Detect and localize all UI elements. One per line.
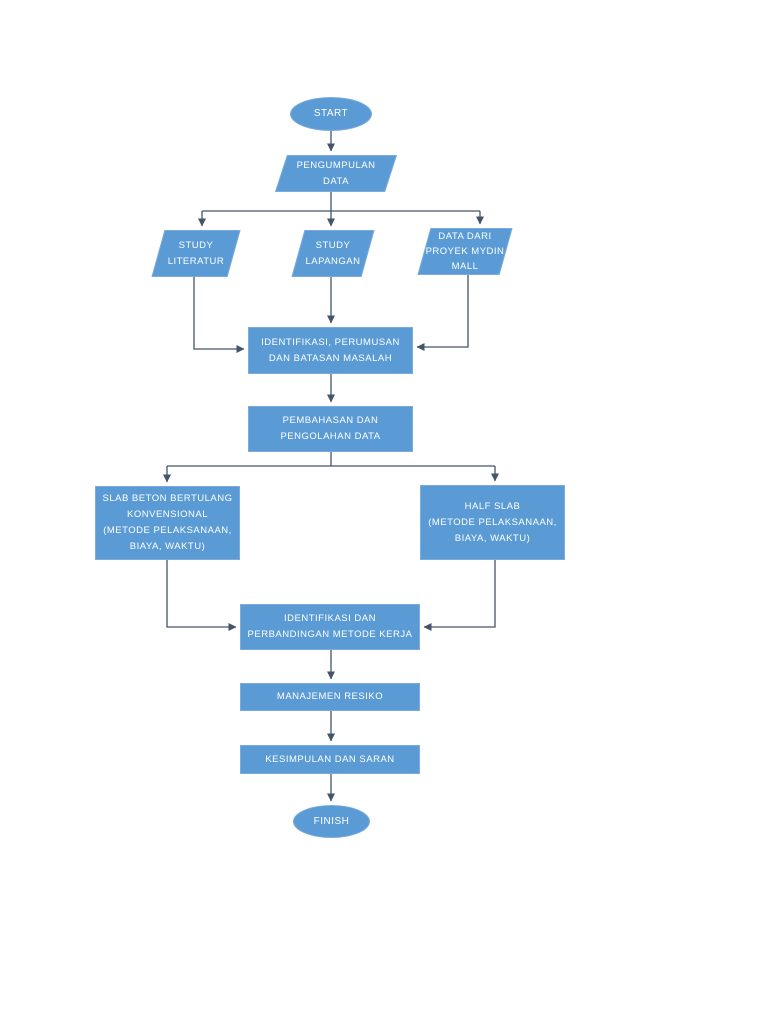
kesimpulan-label: KESIMPULAN DAN SARAN	[265, 753, 395, 765]
slab-label-line2: KONVENSIONAL	[127, 509, 208, 520]
proyek-label-line3: MALL	[451, 261, 479, 272]
identifikasi-perumusan-node: IDENTIFIKASI, PERUMUSAN DAN BATASAN MASA…	[248, 327, 413, 374]
finish-node: FINISH	[293, 805, 370, 838]
slab-label-line4: BIAYA, WAKTU)	[129, 541, 206, 552]
pembahasan-label-line1: PEMBAHASAN DAN	[282, 415, 379, 426]
slab-label-line1: SLAB BETON BERTULANG	[102, 493, 233, 504]
pembahasan-label-line2: PENGOLAHAN DATA	[280, 431, 381, 442]
halfslab-label-line2: (METODE PELAKSANAAN,	[428, 516, 557, 528]
start-label: START	[313, 108, 349, 119]
half-slab-node: HALF SLAB (METODE PELAKSANAAN, BIAYA, WA…	[420, 485, 565, 560]
slab-beton-node: SLAB BETON BERTULANG KONVENSIONAL (METOD…	[95, 486, 240, 560]
manajemen-resiko-node: MANAJEMEN RESIKO	[240, 683, 420, 711]
perumusan-label-line2: DAN BATASAN MASALAH	[268, 352, 393, 364]
kesimpulan-node: KESIMPULAN DAN SARAN	[240, 745, 420, 774]
literatur-label-line1: STUDY	[178, 239, 214, 251]
literatur-label-line2: LITERATUR	[167, 255, 225, 267]
identifikasi-perbandingan-node: IDENTIFIKASI DAN PERBANDINGAN METODE KER…	[240, 604, 420, 650]
perumusan-label-line1: IDENTIFIKASI, PERUMUSAN	[261, 336, 400, 348]
perbandingan-label-line2: PERBANDINGAN METODE KERJA	[247, 629, 413, 640]
pengumpulan-data-node: PENGUMPULAN DATA	[274, 155, 398, 192]
pembahasan-node: PEMBAHASAN DAN PENGOLAHAN DATA	[248, 406, 413, 452]
lapangan-label-line1: STUDY	[315, 239, 351, 251]
data-proyek-node: DATA DARI PROYEK MYDIN MALL	[417, 228, 513, 275]
finish-label: FINISH	[313, 815, 350, 827]
halfslab-label-line1: HALF SLAB	[464, 500, 521, 512]
start-node: START	[290, 97, 372, 131]
pengumpulan-label-line2: DATA	[323, 175, 349, 187]
proyek-label-line2: PROYEK MYDIN	[425, 246, 505, 257]
manajemen-label: MANAJEMEN RESIKO	[276, 691, 384, 702]
lapangan-label-line2: LAPANGAN	[305, 255, 361, 267]
proyek-label-line1: DATA DARI	[438, 231, 492, 242]
slab-label-line3: (METODE PELAKSANAAN,	[103, 525, 232, 536]
halfslab-label-line3: BIAYA, WAKTU)	[454, 532, 531, 544]
study-literatur-node: STUDY LITERATUR	[151, 230, 241, 277]
perbandingan-label-line1: IDENTIFIKASI DAN	[284, 613, 376, 624]
study-lapangan-node: STUDY LAPANGAN	[291, 230, 375, 277]
pengumpulan-label-line1: PENGUMPULAN	[296, 159, 376, 171]
